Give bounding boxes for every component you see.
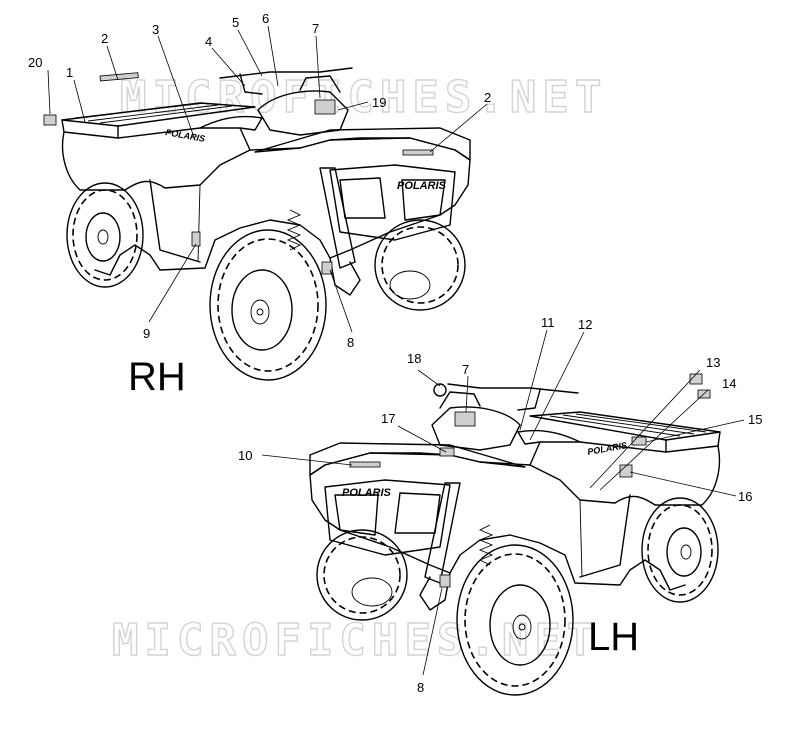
callout-2-rh-rack: 2: [101, 31, 108, 46]
callout-14: 14: [722, 376, 736, 391]
rh-far-front-wheel: [374, 219, 466, 311]
rh-decal-7-19: [314, 99, 336, 115]
rh-decal-8: [321, 261, 333, 275]
lh-decal-17: [439, 447, 455, 457]
rh-decal-20: [43, 114, 57, 126]
callout-20: 20: [28, 55, 42, 70]
lh-front-logo: POLARIS: [342, 487, 392, 499]
rh-rear-rack: [61, 102, 256, 139]
callout-4: 4: [205, 34, 212, 49]
callout-11: 11: [541, 315, 555, 330]
callout-13: 13: [706, 355, 720, 370]
atv-rh-view: POLARIS POLARIS: [43, 67, 471, 381]
lh-far-front-wheel: [316, 529, 408, 621]
rh-leaders: [47, 25, 488, 333]
callout-8-rh: 8: [347, 335, 354, 350]
callout-3: 3: [152, 22, 159, 37]
callout-2-rh-front: 2: [484, 90, 491, 105]
lh-decal-15: [631, 436, 647, 446]
rh-near-front-wheel: [209, 229, 327, 381]
atv-lh-view: POLARIS POLARIS: [309, 373, 721, 696]
lh-leaders: [261, 329, 745, 676]
lh-view-label: LH: [588, 615, 639, 659]
rh-body: POLARIS POLARIS: [43, 67, 471, 296]
callout-7-lh: 7: [462, 362, 469, 377]
callout-19: 19: [372, 95, 386, 110]
callout-17: 17: [381, 411, 395, 426]
callout-7-rh: 7: [312, 21, 319, 36]
callouts: 20 1 2 3 4 5 6 7 19 2 9 8 11 12 18 7 17 …: [28, 11, 762, 695]
rh-decal-2-rack: [99, 72, 139, 82]
callout-9: 9: [143, 326, 150, 341]
lh-decal-8: [439, 574, 451, 588]
callout-5: 5: [232, 15, 239, 30]
rh-rear-wheel: [66, 182, 144, 288]
watermark-bottom: MICROFICHES.NET: [112, 615, 599, 666]
lh-decal-7: [454, 411, 476, 427]
callout-15: 15: [748, 412, 762, 427]
callout-8-lh: 8: [417, 680, 424, 695]
callout-18: 18: [407, 351, 421, 366]
callout-16: 16: [738, 489, 752, 504]
lh-body: POLARIS POLARIS: [309, 373, 721, 611]
lh-decal-16: [619, 464, 633, 478]
callout-1: 1: [66, 65, 73, 80]
callout-12: 12: [578, 317, 592, 332]
rh-side-logo: POLARIS: [165, 127, 206, 144]
lh-near-front-wheel: [456, 544, 574, 696]
lh-rear-rack: [529, 411, 721, 453]
lh-decal-10: [349, 461, 381, 468]
callout-10: 10: [238, 448, 252, 463]
callout-6: 6: [262, 11, 269, 26]
rh-front-logo: POLARIS: [397, 180, 447, 192]
rh-decal-2-front: [402, 149, 434, 156]
rh-view-label: RH: [128, 355, 186, 399]
rh-decal-9: [191, 231, 201, 247]
